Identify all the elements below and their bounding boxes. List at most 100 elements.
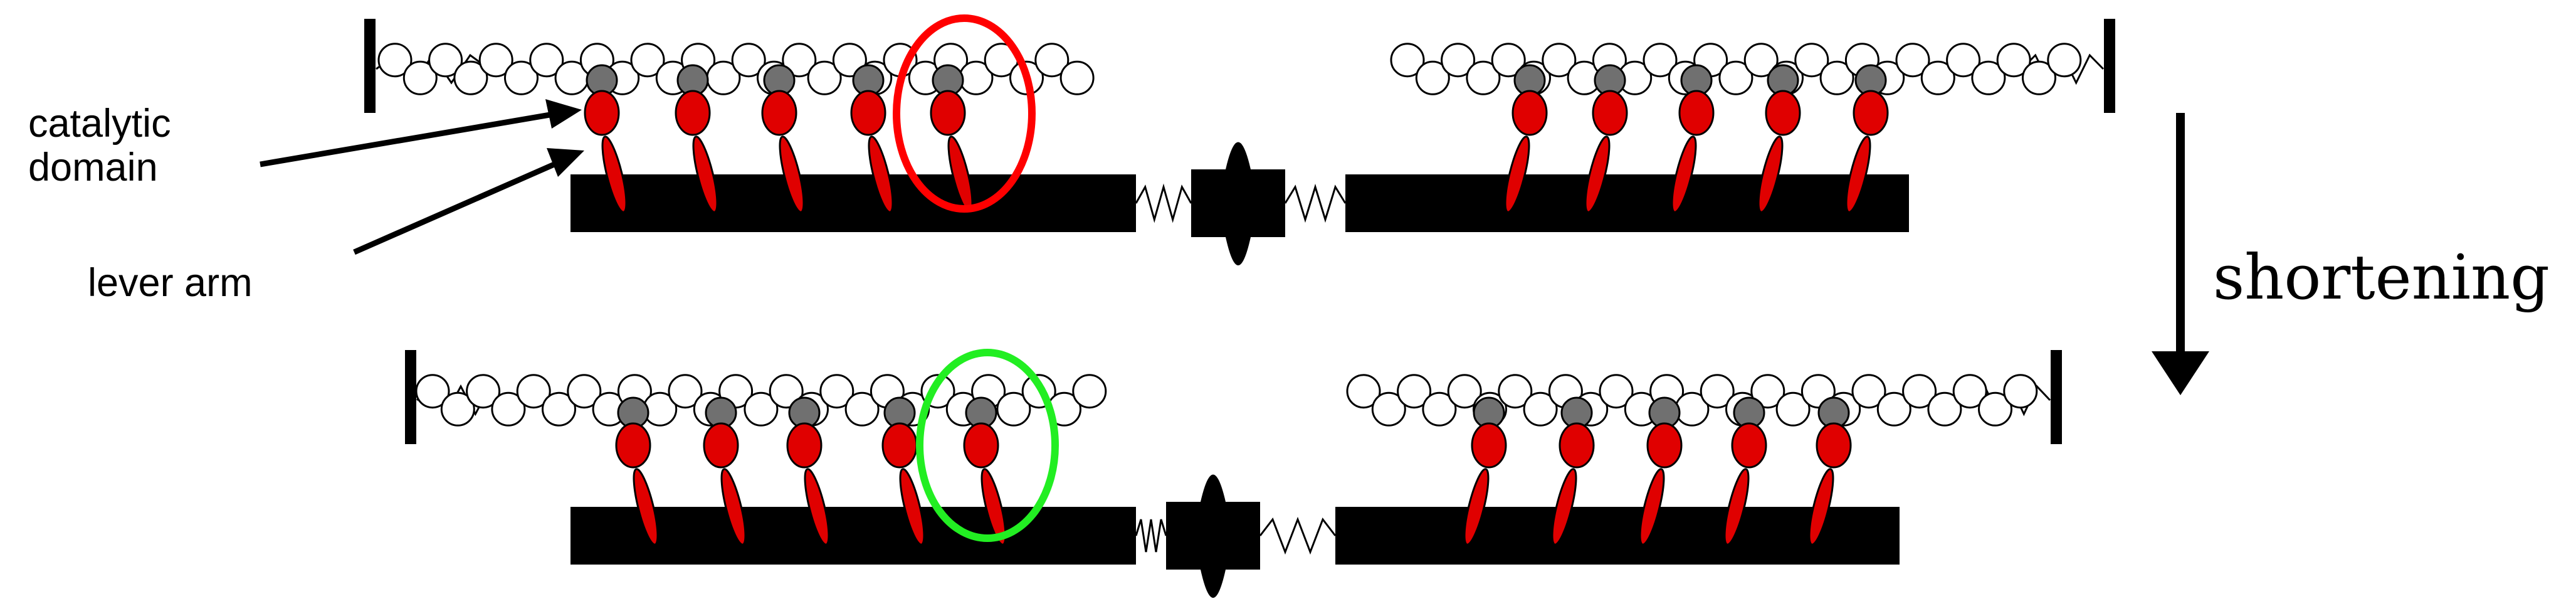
shortening-arrow-head — [2152, 351, 2209, 395]
actin-monomer — [1819, 60, 1854, 95]
shortening-indicator: shortening — [2152, 113, 2550, 395]
actin-monomer — [542, 391, 576, 427]
myosin-heads — [615, 396, 1852, 546]
actin-monomer — [1996, 43, 2031, 78]
z-line — [364, 19, 376, 113]
actin-monomer — [782, 43, 817, 78]
catalytic-domain — [675, 90, 711, 136]
myosin-heads — [584, 64, 1889, 213]
actin-monomer — [504, 60, 539, 95]
actin-monomer — [415, 374, 450, 409]
pointer-arrows — [260, 99, 584, 255]
lever-arm — [779, 135, 805, 213]
lever-arm-label: lever arm — [88, 261, 253, 305]
z-line — [405, 350, 416, 444]
actin-monomer — [1466, 60, 1501, 95]
actin-monomer — [1700, 374, 1735, 409]
catalytic-pointer-arrowhead — [545, 99, 582, 129]
actin-monomer — [1415, 60, 1450, 95]
lever-arm — [1639, 468, 1665, 546]
actin-monomer — [466, 374, 501, 409]
actin-monomer — [769, 374, 804, 409]
lever-arm — [1845, 135, 1871, 213]
actin-monomer — [1542, 43, 1577, 78]
actin-monomer — [402, 60, 438, 95]
actin-monomer — [2047, 43, 2082, 78]
actin-monomer — [1750, 374, 1785, 409]
lever-pointer-arrowhead — [547, 148, 584, 177]
actin-monomer — [1397, 374, 1432, 409]
sarcomere-before — [364, 14, 2115, 265]
thick-filament-left — [570, 174, 1136, 232]
thick-filament-left — [570, 507, 1136, 565]
actin-filament-left — [364, 19, 1095, 113]
catalytic-domain — [1471, 422, 1507, 469]
actin-monomer — [630, 43, 665, 78]
actin-monomer — [1895, 43, 1930, 78]
actin-monomer — [1927, 391, 1962, 427]
m-line-cap-top — [1201, 474, 1226, 502]
catalytic-domain — [703, 422, 739, 469]
catalytic-pointer-arrow — [260, 110, 562, 167]
actin-monomer — [1971, 60, 2006, 95]
actin-monomer — [428, 43, 463, 78]
actin-monomer — [996, 391, 1031, 427]
spring-segment — [1135, 519, 1167, 553]
actin-monomer — [1920, 60, 1955, 95]
catalytic-domain — [1765, 90, 1801, 136]
actin-monomer — [668, 374, 703, 409]
m-line-hub — [1191, 169, 1285, 237]
catalytic-domain — [761, 90, 797, 136]
lever-arm — [1757, 135, 1784, 213]
catalytic-domain-label-line2: domain — [28, 146, 158, 189]
actin-monomer — [1059, 60, 1095, 95]
actin-monomer — [1390, 43, 1425, 78]
actin-monomer — [529, 43, 564, 78]
actin-monomer — [1447, 374, 1482, 409]
highlight-ellipse-green — [916, 349, 1059, 542]
actin-monomer — [1523, 391, 1558, 427]
actin-monomer — [440, 391, 475, 427]
actin-monomer — [1346, 374, 1381, 409]
catalytic-domain — [615, 422, 651, 469]
actin-monomer — [1851, 374, 1886, 409]
actin-monomer — [567, 374, 602, 409]
lever-arm — [899, 468, 925, 546]
actin-filament-right — [1346, 350, 2062, 444]
sarcomere-after — [405, 349, 2062, 598]
spring-segment — [1259, 516, 1337, 555]
catalytic-domain — [786, 422, 823, 469]
m-line-cap-bottom — [1201, 570, 1226, 598]
lever-arm — [1504, 135, 1530, 213]
catalytic-domain — [1511, 90, 1548, 136]
actin-monomer — [1498, 374, 1533, 409]
actin-filament-right — [1390, 19, 2115, 113]
actin-monomer — [844, 391, 880, 427]
actin-monomer — [377, 43, 413, 78]
lever-arm — [1584, 135, 1611, 213]
actin-monomer — [1743, 43, 1779, 78]
actin-monomer — [1902, 374, 1937, 409]
actin-monomer — [1491, 43, 1526, 78]
lever-arm — [633, 468, 659, 546]
actin-monomer — [807, 60, 842, 95]
catalytic-domain — [1559, 422, 1595, 469]
m-line-cap-bottom — [1226, 237, 1251, 265]
actin-monomer — [1034, 43, 1070, 78]
catalytic-domain — [850, 90, 886, 136]
catalytic-domain — [584, 90, 620, 136]
m-line-cap-top — [1226, 142, 1251, 169]
label-group: catalytic domain lever arm — [28, 102, 253, 305]
lever-arm — [601, 135, 628, 213]
catalytic-domain — [881, 422, 918, 469]
z-line — [2104, 19, 2115, 113]
spring-segment — [1284, 183, 1347, 223]
actin-monomer — [1946, 43, 1981, 78]
catalytic-domain — [1853, 90, 1889, 136]
lever-pointer-arrow — [353, 157, 565, 255]
spring-segment — [1135, 183, 1192, 223]
actin-monomer — [819, 374, 854, 409]
thick-filament-right — [1335, 507, 1900, 565]
actin-filament-left — [405, 350, 1107, 444]
